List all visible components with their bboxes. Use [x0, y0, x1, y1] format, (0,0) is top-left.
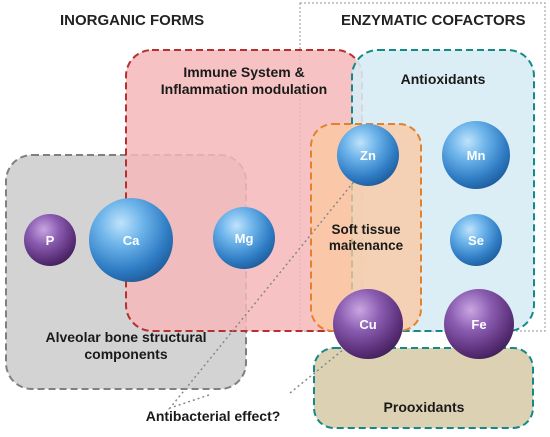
sphere-mg: Mg: [213, 207, 275, 269]
header-enzymatic-cofactors: ENZYMATIC COFACTORS: [341, 12, 526, 29]
sphere-zn-label: Zn: [360, 148, 376, 163]
sphere-mn: Mn: [442, 121, 510, 189]
antioxidants-label: Antioxidants: [400, 71, 486, 87]
sphere-ca: Ca: [89, 198, 173, 282]
immune-label: Immune System & Inflammation modulation: [160, 64, 328, 97]
sphere-p-label: P: [46, 233, 55, 248]
sphere-se: Se: [450, 214, 502, 266]
sphere-ca-label: Ca: [123, 233, 140, 248]
soft-tissue-label: Soft tissue maitenance: [328, 222, 404, 253]
sphere-zn: Zn: [337, 124, 399, 186]
sphere-mn-label: Mn: [467, 148, 486, 163]
alveolar-label: Alveolar bone structural components: [45, 329, 207, 362]
prooxidants-label: Prooxidants: [383, 399, 465, 415]
antibacterial-label: Antibacterial effect?: [145, 408, 281, 424]
sphere-cu-label: Cu: [359, 317, 376, 332]
sphere-mg-label: Mg: [235, 231, 254, 246]
sphere-fe-label: Fe: [471, 317, 486, 332]
sphere-cu: Cu: [333, 289, 403, 359]
antibacterial-line-zn: [167, 167, 366, 410]
prooxidants-box: [313, 347, 534, 429]
immune-box: [125, 49, 363, 332]
header-inorganic-forms: INORGANIC FORMS: [60, 12, 205, 29]
sphere-p: P: [24, 214, 76, 266]
sphere-se-label: Se: [468, 233, 484, 248]
sphere-fe: Fe: [444, 289, 514, 359]
